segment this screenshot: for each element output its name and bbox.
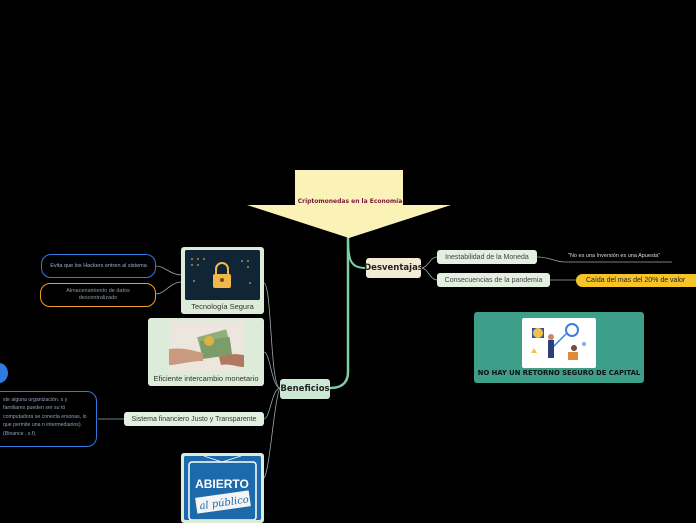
link-desv-item2 — [420, 267, 438, 281]
fair-system-node[interactable]: Sistema financiero Justo y Transparente — [124, 412, 264, 426]
exchange-label: Eficiente intercambio monetario — [153, 374, 259, 383]
link-tech-note2 — [155, 281, 183, 295]
secure-tech-label: Tecnología Segura — [191, 302, 254, 311]
lock-icon — [215, 262, 229, 274]
no-return-card[interactable]: NO HAY UN RETORNO SEGURO DE CAPITAL — [474, 312, 644, 383]
link-desv-item1 — [420, 256, 438, 269]
link-ben-open — [263, 387, 281, 479]
note-almacenamiento[interactable]: Almacenamiento de datos descentralizado — [40, 283, 156, 307]
exchange-card[interactable]: Eficiente intercambio monetario — [148, 318, 264, 386]
money-exchange-image — [169, 321, 244, 371]
desventaja-item-pandemia[interactable]: Consecuencias de la pandemia — [437, 273, 550, 287]
desventaja-item-inestabilidad[interactable]: Inestabilidad de la Moneda — [437, 250, 537, 264]
investment-illustration — [522, 318, 596, 368]
lock-image — [185, 250, 260, 300]
note-apuesta[interactable]: "No es una Inversión es una Apuesta" — [568, 253, 661, 259]
note-caida-valor[interactable]: Caída del mas del 20% de valor — [576, 274, 696, 287]
beneficios-node[interactable]: Beneficios — [280, 379, 330, 399]
link-ben-system — [263, 387, 281, 420]
link-item1-note — [536, 256, 672, 263]
central-topic[interactable]: Criptomonedas en la Economía — [297, 198, 403, 205]
link-ben-tech — [263, 282, 281, 389]
link-tech-note1 — [155, 265, 183, 276]
open-sign-card[interactable]: ABIERTO al público — [181, 453, 264, 523]
no-return-label: NO HAY UN RETORNO SEGURO DE CAPITAL — [477, 369, 641, 377]
link-ben-exchange — [263, 351, 281, 389]
blue-dot-marker — [0, 363, 8, 383]
note-hackers[interactable]: Evita que los Hackers entren al sistema — [41, 254, 156, 278]
secure-tech-card[interactable]: Tecnología Segura — [181, 247, 264, 314]
open-sign-title: ABIERTO — [195, 477, 249, 491]
open-sign-image: ABIERTO al público — [184, 456, 261, 520]
central-arrow-shape — [247, 170, 451, 238]
note-binance[interactable]: ste alguna organización. s y familiares … — [0, 391, 97, 447]
desventajas-node[interactable]: Desventajas — [364, 258, 423, 278]
link-central-beneficios — [329, 236, 350, 390]
